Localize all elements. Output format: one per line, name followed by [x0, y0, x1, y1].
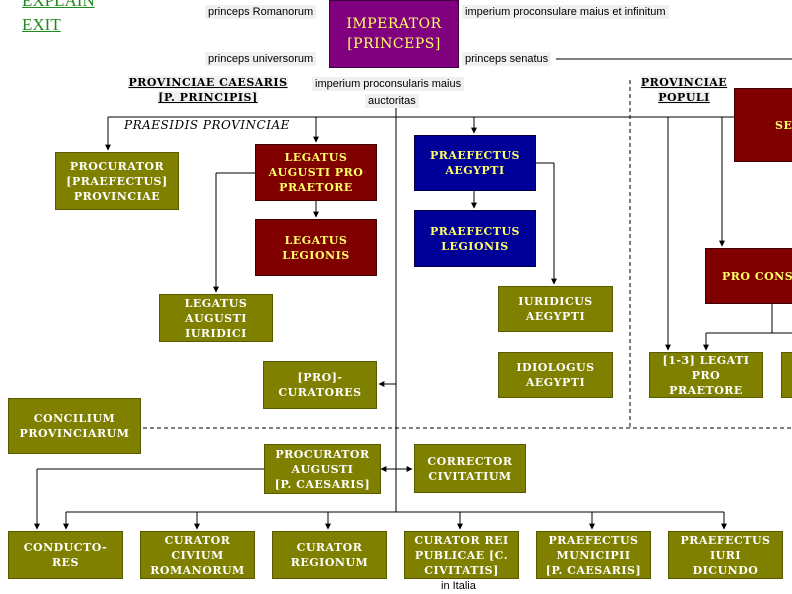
- curator-civium-romanorum-box[interactable]: CURATOR CIVIUM ROMANORUM: [140, 531, 255, 579]
- senatus-box[interactable]: SE: [734, 88, 792, 162]
- legati-extra-box[interactable]: [781, 352, 792, 398]
- praefectus-legionis-box[interactable]: PRAEFECTUS LEGIONIS: [414, 210, 536, 267]
- praefectus-municipii-box[interactable]: PRAEFECTUS MUNICIPII [P. CAESARIS]: [536, 531, 651, 579]
- imperator-box[interactable]: IMPERATOR [PRINCEPS]: [329, 0, 459, 68]
- explain-link[interactable]: EXPLAIN: [22, 0, 95, 10]
- legatus-augusti-iuridici-box[interactable]: LEGATUS AUGUSTI IURIDICI: [159, 294, 273, 342]
- imperium-proconsulare-label: imperium proconsulare maius et infinitum: [462, 5, 669, 19]
- curator-regionum-box[interactable]: CURATOR REGIONUM: [272, 531, 387, 579]
- exit-link[interactable]: EXIT: [22, 15, 61, 34]
- pro-curatores-box[interactable]: [PRO]- CURATORES: [263, 361, 377, 409]
- curator-rei-publicae-box[interactable]: CURATOR REI PUBLICAE [C. CIVITATIS]: [404, 531, 519, 579]
- princeps-universorum-label: princeps universorum: [205, 52, 317, 66]
- provinciae-caesaris-text: PROVINCIAE CAESARIS [P. PRINCIPIS]: [128, 76, 288, 104]
- princeps-romanorum-label: princeps Romanorum: [205, 5, 317, 19]
- imperium-maius-label: imperium proconsularis maius: [312, 77, 465, 91]
- iuridicus-aegypti-box[interactable]: IURIDICUS AEGYPTI: [498, 286, 613, 332]
- provinciae-populi-header: PROVINCIAE POPULI: [636, 75, 732, 105]
- in-italia-note: in Italia: [438, 579, 479, 593]
- corrector-civitatium-box[interactable]: CORRECTOR CIVITATIUM: [414, 444, 526, 493]
- procurator-provinciae-box[interactable]: PROCURATOR [PRAEFECTUS] PROVINCIAE: [55, 152, 179, 210]
- legatus-augusti-pro-praetore-box[interactable]: LEGATUS AUGUSTI PRO PRAETORE: [255, 144, 377, 201]
- provinciae-populi-text: PROVINCIAE POPULI: [640, 76, 728, 104]
- concilium-provinciarum-box[interactable]: CONCILIUM PROVINCIARUM: [8, 398, 141, 454]
- praesidis-provinciae-label: PRAESIDIS PROVINCIAE: [124, 118, 290, 132]
- praefectus-iuri-dicundo-box[interactable]: PRAEFECTUS IURI DICUNDO: [668, 531, 783, 579]
- legati-pro-praetore-box[interactable]: [1-3] LEGATI PRO PRAETORE: [649, 352, 763, 398]
- princeps-senatus-label: princeps senatus: [462, 52, 552, 66]
- provinciae-caesaris-header: PROVINCIAE CAESARIS [P. PRINCIPIS]: [124, 75, 292, 105]
- auctoritas-label: auctoritas: [365, 94, 419, 108]
- conductores-box[interactable]: CONDUCTO- RES: [8, 531, 123, 579]
- procurator-augusti-box[interactable]: PROCURATOR AUGUSTI [P. CAESARIS]: [264, 444, 381, 494]
- idiologus-aegypti-box[interactable]: IDIOLOGUS AEGYPTI: [498, 352, 613, 398]
- legatus-legionis-box[interactable]: LEGATUS LEGIONIS: [255, 219, 377, 276]
- praefectus-aegypti-box[interactable]: PRAEFECTUS AEGYPTI: [414, 135, 536, 191]
- pro-consule-box[interactable]: PRO CONS: [705, 248, 792, 304]
